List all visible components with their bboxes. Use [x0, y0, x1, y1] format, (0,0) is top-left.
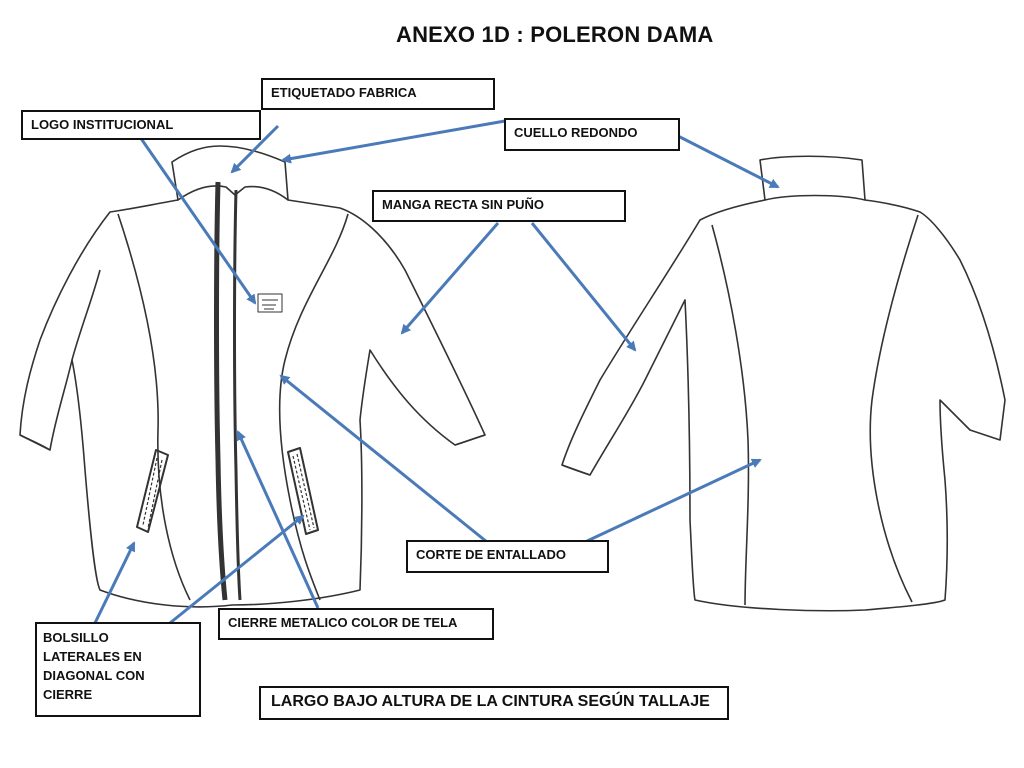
front-right-pocket: [287, 447, 319, 535]
front-left-arm-seam: [71, 269, 101, 361]
arrow-cuello-front: [281, 119, 506, 164]
front-left-cuff: [19, 434, 51, 451]
arrow-bolsillo-left: [93, 541, 136, 624]
arrow-etiquetado: [230, 124, 280, 174]
bolsillo-line-2: LATERALES EN: [43, 649, 142, 664]
back-collar: [759, 155, 866, 201]
callout-arrows: [93, 119, 780, 625]
front-seam-right: [278, 213, 349, 601]
back-body-outline: [561, 199, 1006, 612]
front-collar: [171, 145, 289, 201]
arrow-entallado-front: [279, 374, 488, 544]
front-zipper: [214, 181, 228, 601]
arrow-cierre: [236, 430, 320, 609]
front-right-cuff: [454, 434, 486, 446]
arrow-cuello-back: [677, 134, 780, 189]
arrow-manga-front: [400, 222, 500, 335]
arrow-logo: [138, 136, 257, 305]
bolsillo-line-4: CIERRE: [43, 687, 93, 702]
front-seam-left: [117, 213, 191, 601]
front-jacket-sketch: [19, 145, 486, 608]
front-left-pocket: [136, 449, 169, 533]
arrow-manga-back: [530, 222, 637, 352]
arrow-bolsillo-right: [169, 514, 305, 625]
back-seam-right: [869, 214, 919, 603]
label-logo-institucional: LOGO INSTITUCIONAL: [21, 110, 261, 140]
front-body-outline: [19, 199, 486, 608]
bolsillo-line-3: DIAGONAL CON: [43, 668, 145, 683]
bolsillo-line-1: BOLSILLO: [43, 630, 109, 645]
label-corte-entallado: CORTE DE ENTALLADO: [406, 540, 609, 573]
label-largo-bajo-cintura: LARGO BAJO ALTURA DE LA CINTURA SEGÚN TA…: [259, 686, 729, 720]
label-manga-recta: MANGA RECTA SIN PUÑO: [372, 190, 626, 222]
label-cuello-redondo: CUELLO REDONDO: [504, 118, 680, 151]
label-bolsillo-laterales: BOLSILLO LATERALES EN DIAGONAL CON CIERR…: [35, 622, 201, 717]
logo-mark: [257, 293, 283, 313]
back-left-cuff: [561, 464, 591, 476]
arrow-entallado-back: [584, 458, 762, 544]
page-title: ANEXO 1D : POLERON DAMA: [396, 22, 714, 47]
label-etiquetado-fabrica: ETIQUETADO FABRICA: [261, 78, 495, 110]
back-jacket-sketch: [561, 155, 1006, 612]
back-seam-left: [711, 224, 750, 606]
label-cierre-metalico: CIERRE METALICO COLOR DE TELA: [218, 608, 494, 640]
